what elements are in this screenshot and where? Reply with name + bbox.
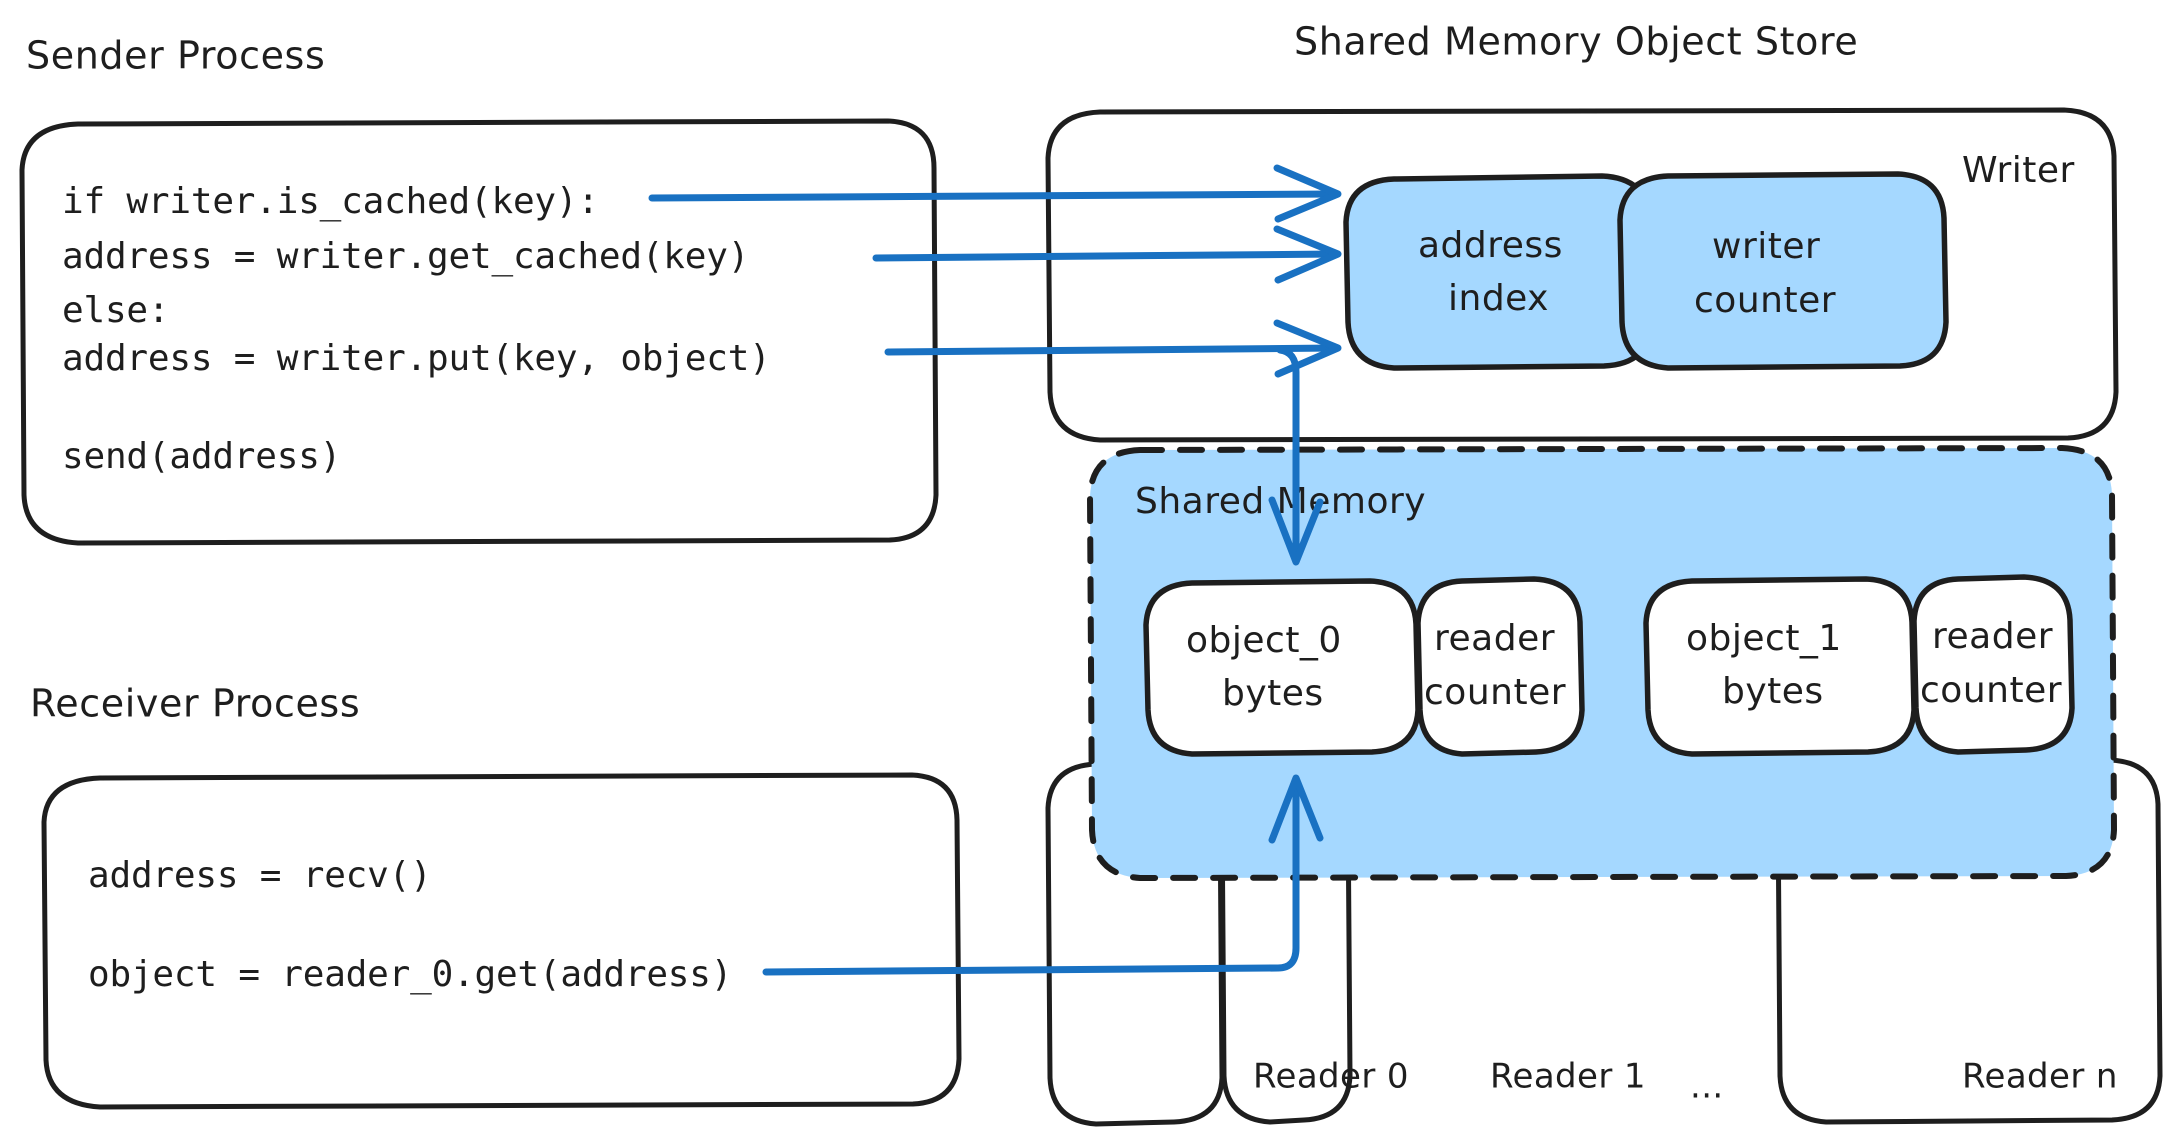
arrow-get-cached <box>872 225 1342 284</box>
shared-memory-counter-1-line-2: counter <box>1920 670 2062 711</box>
object-store-box <box>1045 107 2119 443</box>
object-store-title: Shared Memory Object Store <box>1294 20 1858 64</box>
shared-memory-counter-0-line-2: counter <box>1424 672 1566 713</box>
sender-code-line-2: address = writer.get_cached(key) <box>62 236 749 277</box>
writer-cell-address-index <box>1343 173 1655 371</box>
shared-memory-object-box-0 <box>1143 578 1421 757</box>
sender-code-line-5: send(address) <box>62 436 341 477</box>
shared-memory-object-1-line-2: bytes <box>1722 671 1824 712</box>
writer-cell-writer-counter <box>1617 171 1949 371</box>
writer-cell-address-index-line-1: address <box>1418 225 1563 266</box>
writer-label: Writer <box>1962 150 2075 191</box>
receiver-process-title: Receiver Process <box>30 682 360 726</box>
writer-cell-writer-counter-line-2: counter <box>1694 280 1836 321</box>
shared-memory-object-0-line-1: object_0 <box>1186 620 1342 661</box>
reader-label-1: Reader 1 <box>1490 1057 1646 1097</box>
shared-memory-counter-1-line-1: reader <box>1932 616 2053 657</box>
reader-label-0: Reader 0 <box>1253 1057 1409 1097</box>
reader-ellipsis: ... <box>1690 1067 1724 1107</box>
sender-process-title: Sender Process <box>26 34 325 78</box>
shared-memory-counter-box-1 <box>1911 574 2075 755</box>
arrow-writer-put <box>884 319 1342 566</box>
writer-cell-address-index-line-2: index <box>1448 278 1549 319</box>
writer-cell-writer-counter-line-1: writer <box>1712 226 1820 267</box>
arrow-is-cached <box>648 164 1342 223</box>
sender-process-box <box>19 118 939 546</box>
sender-code-line-1: if writer.is_cached(key): <box>62 181 599 222</box>
shared-memory-counter-0-line-1: reader <box>1434 618 1555 659</box>
shared-memory-region <box>1086 444 2118 882</box>
receiver-code-line-1: address = recv() <box>88 855 432 896</box>
sender-code-line-3: else: <box>62 290 169 331</box>
receiver-process-box <box>41 772 962 1110</box>
sender-code-line-4: address = writer.put(key, object) <box>62 338 771 379</box>
shared-memory-object-0-line-2: bytes <box>1222 673 1324 714</box>
reader-label-n: Reader n <box>1962 1057 2118 1097</box>
shared-memory-counter-box-0 <box>1415 576 1585 757</box>
shared-memory-object-1-line-1: object_1 <box>1686 618 1842 659</box>
shared-memory-object-box-1 <box>1643 576 1917 757</box>
arrow-reader-get <box>762 774 1324 976</box>
receiver-code-line-2: object = reader_0.get(address) <box>88 954 732 995</box>
